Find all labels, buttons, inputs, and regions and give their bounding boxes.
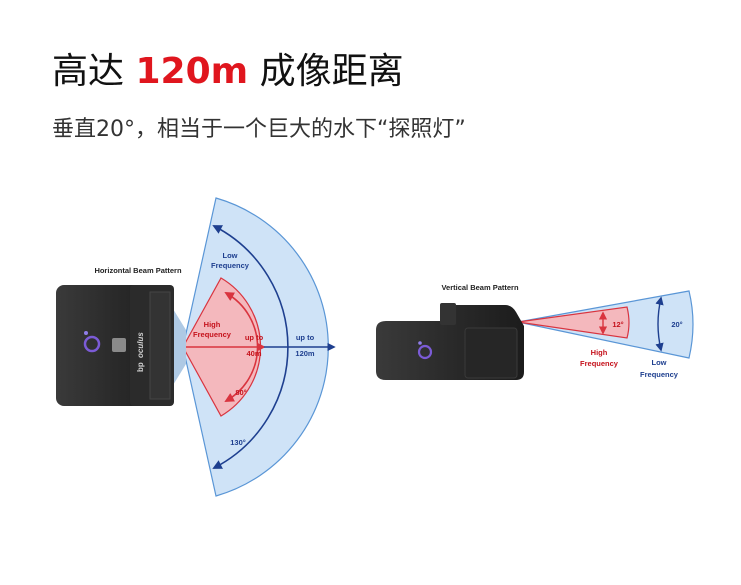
h-low-freq-label-1: Low: [223, 251, 238, 260]
device-brand-label: bp: [136, 362, 145, 372]
device-side-panel: [465, 328, 517, 378]
sonar-device-horizontal: bp oculus: [56, 285, 186, 406]
horizontal-caption: Horizontal Beam Pattern: [94, 266, 182, 275]
v-high-angle-label: 12°: [612, 320, 623, 329]
device-connector: [112, 338, 126, 352]
device-label-strip: [150, 292, 170, 399]
horizontal-beam-pattern: Horizontal Beam Pattern Low Frequency Hi…: [56, 198, 334, 496]
v-high-freq-label-1: High: [591, 348, 608, 357]
v-high-freq-label-2: Frequency: [580, 359, 619, 368]
h-high-freq-label-2: Frequency: [193, 330, 232, 339]
h-high-range-label-1: up to: [245, 333, 264, 342]
device-logo-dot-icon: [84, 331, 88, 335]
v-low-freq-label-2: Frequency: [640, 370, 679, 379]
h-low-range-label-2: 120m: [295, 349, 315, 358]
v-low-angle-label: 20°: [671, 320, 682, 329]
h-low-angle-label: 130°: [230, 438, 246, 447]
sonar-device-vertical: [376, 303, 524, 380]
h-high-freq-label-1: High: [204, 320, 221, 329]
device-side-logo-dot-icon: [418, 341, 422, 345]
h-low-range-label-1: up to: [296, 333, 315, 342]
device-top-handle: [440, 303, 456, 325]
h-high-range-label-2: 40m: [246, 349, 261, 358]
device-name-label: oculus: [136, 332, 145, 358]
v-low-freq-label-1: Low: [652, 358, 667, 367]
h-low-freq-label-2: Frequency: [211, 261, 250, 270]
vertical-caption: Vertical Beam Pattern: [441, 283, 519, 292]
vertical-beam-pattern: Vertical Beam Pattern 12° 20° High Frequ…: [376, 283, 693, 380]
h-high-angle-label: 80°: [235, 388, 246, 397]
